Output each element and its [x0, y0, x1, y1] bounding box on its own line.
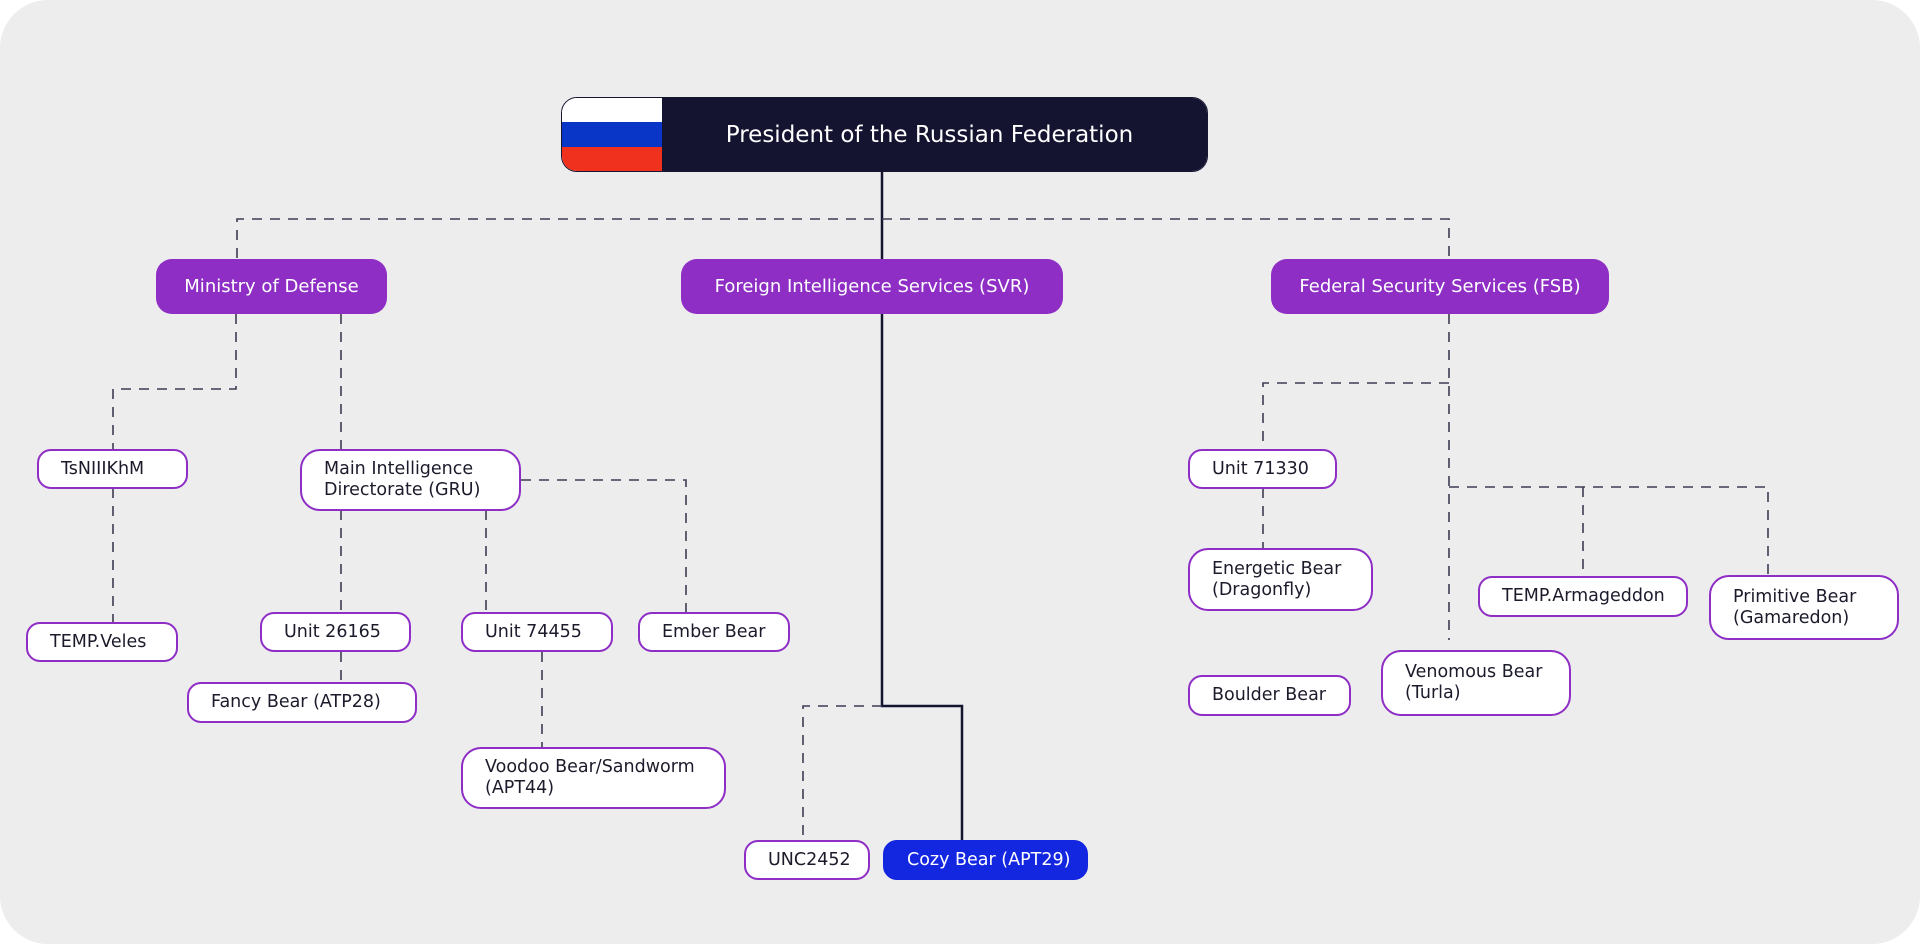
voodoo-label: Voodoo Bear/Sandworm (APT44)	[485, 757, 695, 799]
flag-stripe-red	[562, 146, 662, 171]
node-primitive-bear: Primitive Bear (Gamaredon)	[1709, 575, 1899, 640]
flag-stripe-blue	[562, 122, 662, 147]
venomous-label-line1: Venomous Bear	[1405, 662, 1543, 682]
primitive-label: Primitive Bear (Gamaredon)	[1733, 587, 1856, 629]
dashed-link-svr-unc2452	[802, 705, 882, 840]
gru-label: Main Intelligence Directorate (GRU)	[324, 459, 480, 501]
node-temp-veles: TEMP.Veles	[26, 622, 178, 662]
node-fancy-bear: Fancy Bear (ATP28)	[187, 682, 417, 723]
dashed-link-mod-tsniiikhm	[112, 314, 237, 449]
solid-link-svr-cozy-bear	[880, 314, 964, 840]
node-ember-bear: Ember Bear	[638, 612, 790, 652]
node-cozy-bear: Cozy Bear (APT29)	[883, 840, 1088, 880]
dashed-link-fsb-unit71330	[1262, 382, 1449, 449]
gru-label-line1: Main Intelligence	[324, 459, 474, 479]
node-gru: Main Intelligence Directorate (GRU)	[300, 449, 521, 511]
voodoo-label-line2: (APT44)	[485, 778, 555, 798]
node-unit-71330: Unit 71330	[1188, 449, 1337, 489]
agency-ministry-of-defense: Ministry of Defense	[156, 259, 387, 314]
primitive-label-line1: Primitive Bear	[1733, 586, 1857, 607]
node-voodoo-bear: Voodoo Bear/Sandworm (APT44)	[461, 747, 726, 809]
energetic-label-line1: Energetic Bear	[1212, 558, 1342, 579]
node-unc2452: UNC2452	[744, 840, 870, 880]
venomous-label: Venomous Bear (Turla)	[1405, 662, 1542, 704]
flag-stripe-white	[562, 98, 662, 123]
agency-svr: Foreign Intelligence Services (SVR)	[681, 259, 1063, 314]
dashed-link-gru-ember-bear	[521, 479, 687, 612]
node-temp-armageddon: TEMP.Armageddon	[1478, 576, 1688, 617]
dashed-link-fsb-branch	[1449, 486, 1769, 575]
president-node: President of the Russian Federation	[561, 97, 1208, 172]
dashed-link-president-mod-fsb	[236, 218, 1450, 259]
node-tsniiikhm: TsNIIIKhM	[37, 449, 188, 489]
primitive-label-line2: (Gamaredon)	[1733, 607, 1850, 628]
president-title: President of the Russian Federation	[662, 98, 1207, 171]
voodoo-label-line1: Voodoo Bear/Sandworm	[485, 757, 695, 777]
node-boulder-bear: Boulder Bear	[1188, 675, 1351, 716]
venomous-label-line2: (Turla)	[1405, 683, 1461, 703]
energetic-label: Energetic Bear (Dragonfly)	[1212, 559, 1341, 601]
node-unit-26165: Unit 26165	[260, 612, 411, 652]
node-energetic-bear: Energetic Bear (Dragonfly)	[1188, 548, 1373, 611]
russian-flag-icon	[562, 98, 662, 171]
node-unit-74455: Unit 74455	[461, 612, 613, 652]
gru-label-line2: Directorate (GRU)	[324, 480, 481, 500]
agency-fsb: Federal Security Services (FSB)	[1271, 259, 1609, 314]
energetic-label-line2: (Dragonfly)	[1212, 579, 1312, 600]
node-venomous-bear: Venomous Bear (Turla)	[1381, 650, 1571, 716]
